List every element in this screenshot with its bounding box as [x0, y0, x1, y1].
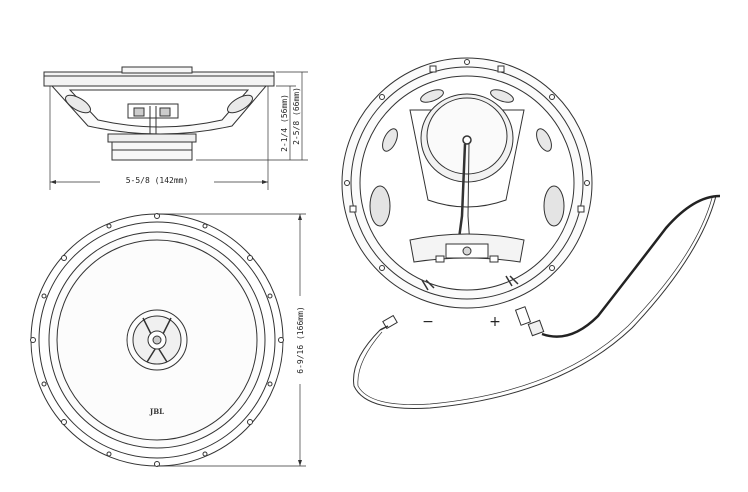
- side-profile-view: [44, 67, 308, 190]
- positive-connector: [516, 307, 544, 336]
- height-dimension-label: 2-5/8 (66mm): [292, 87, 301, 145]
- width-dimension-label: 5-5/8 (142mm): [126, 176, 189, 185]
- jbl-logo: JBL: [149, 407, 164, 416]
- rear-view: [342, 58, 592, 308]
- positive-polarity-label: +: [489, 314, 501, 330]
- diameter-dimension-label: 6-9/16 (166mm): [296, 306, 305, 373]
- front-view: [31, 214, 307, 467]
- depth-dimension-label: 2-1/4 (56mm): [280, 94, 289, 152]
- negative-connector: [380, 316, 397, 330]
- negative-polarity-label: −: [422, 314, 434, 330]
- magnet-profile: [108, 134, 196, 142]
- mounting-flange: [44, 72, 274, 86]
